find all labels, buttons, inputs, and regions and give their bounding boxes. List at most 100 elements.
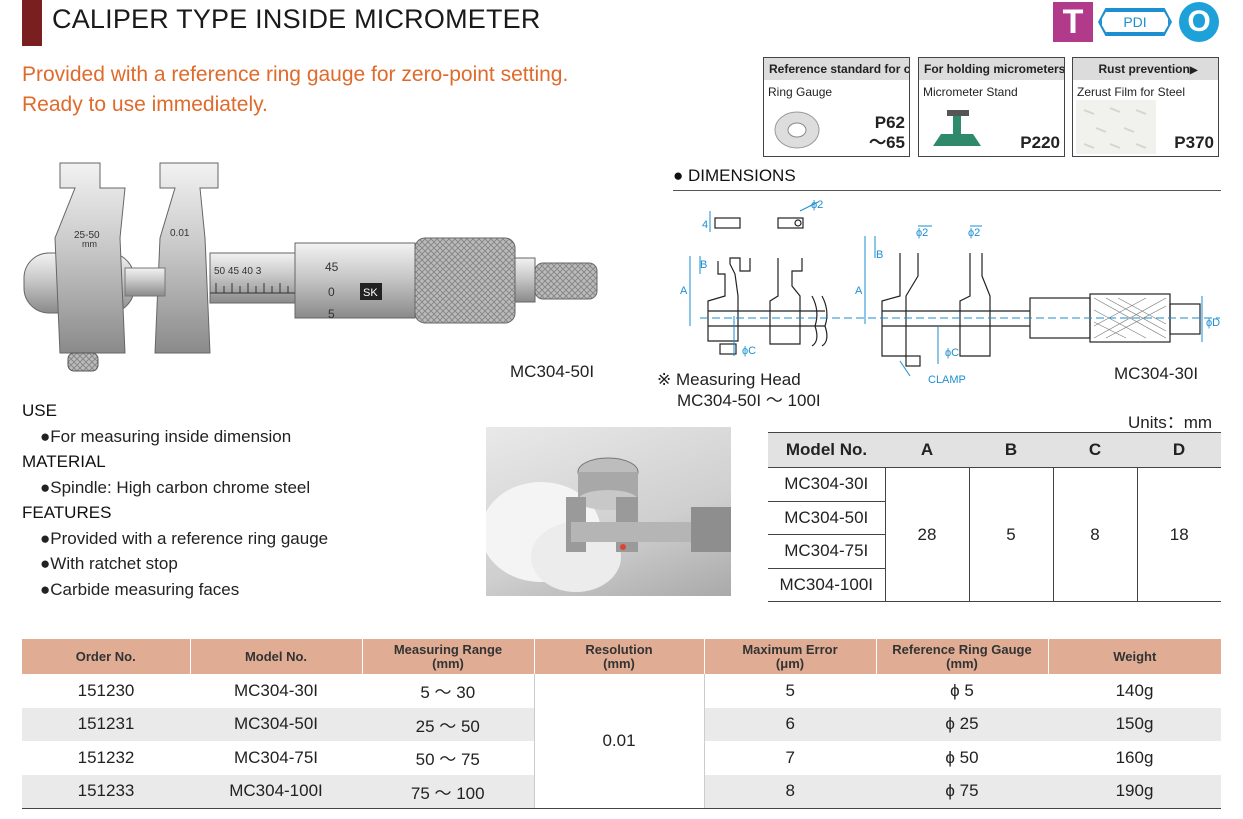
thimble-45: 45 [325,260,339,274]
col-resolution: Resolution(mm) [533,639,704,674]
intro-text: Provided with a reference ring gauge for… [22,60,568,120]
badge-pdi-icon: PDI [1100,10,1170,34]
use-heading: USE [22,401,57,420]
weight-cell: 160g [1115,747,1154,767]
intro-line-1: Provided with a reference ring gauge for… [22,63,569,86]
material-item: ●Spindle: High carbon chrome steel [40,477,311,497]
intro-line-2: Ready to use immediately. [22,93,268,116]
micrometer-caption: MC304-50I [510,362,595,381]
page-title: CALIPER TYPE INSIDE MICROMETER [52,4,541,34]
dim-b-right: B [876,249,883,261]
col-max-error: Maximum Error(μm) [703,639,876,674]
micrometer-stand-icon [933,110,981,146]
dim-phi2-top: ϕ2 [811,199,823,211]
dim-d: ϕD [1206,317,1220,329]
range-cell: 5 ～ 30 [420,683,476,703]
clamp-label: CLAMP [928,374,966,386]
col-model: Model No. [768,432,885,468]
d-value: 18 [1136,467,1221,602]
dim-b-left: B [700,259,707,271]
dim-a-left: A [680,285,688,297]
a-value: 28 [884,467,969,602]
dimensions-heading: ● DIMENSIONS [673,166,796,185]
dim-4: 4 [702,219,708,231]
model-cell: MC304-100I [768,568,885,602]
accessory-name: Zerust Film for Steel [1077,85,1186,99]
usage-photo [486,427,731,596]
dim-phi2-right-2: ϕ2 [968,227,980,239]
resolution-engraving: 0.01 [170,228,190,239]
features-item-2: ●With ratchet stop [40,554,178,573]
ring-cell: ϕ 5 [950,680,974,700]
features-item-1: ●Provided with a reference ring gauge [40,528,329,548]
accessory-ring-gauge[interactable]: Reference standard for calibration▶ Ring… [763,57,910,157]
accessory-page: P370 [1174,133,1214,152]
mc304-30i-caption: MC304-30I [1114,364,1199,383]
model-cell: MC304-30I [233,680,319,700]
zerust-film-icon [1076,100,1156,154]
order-table: Order No. Model No. Measuring Range(mm) … [22,639,1221,809]
specifications: USE ●For measuring inside dimension MATE… [22,398,328,602]
badge-group: T PDI O [1053,2,1223,42]
weight-cell: 140g [1115,680,1154,700]
error-cell: 6 [704,707,876,741]
col-measuring-range: Measuring Range(mm) [361,639,534,674]
col-ring-gauge: Reference Ring Gauge(mm) [875,639,1048,674]
table-row: MC304-100I [768,568,1221,602]
range-cell: 50 ～ 75 [415,750,480,770]
material-heading: MATERIAL [22,452,106,471]
error-cell: 7 [785,747,795,767]
sleeve-scale: 50 45 40 3 [214,266,262,277]
badge-t-icon: T [1053,2,1093,42]
features-heading: FEATURES [22,503,112,522]
dimensions-table: Model No. A B C D MC304-30I 28 5 8 18 MC… [768,432,1221,602]
micrometer-illustration: 25-50 mm 0.01 50 45 40 3 45 0 5 SK [23,162,598,372]
model-cell: MC304-75I [768,534,885,569]
dim-c-right: ϕC [945,347,959,359]
col-a: A [885,432,969,468]
accessory-page: P62～65 [869,113,905,152]
col-b: B [969,432,1053,468]
range-cell: 75 ～ 100 [362,774,534,809]
dim-a-right: A [855,285,863,297]
use-item: ●For measuring inside dimension [40,426,292,446]
table-row: 151230 MC304-30I 5 ～ 30 0.01 5 ϕ 5 140g [22,674,1221,809]
ring-cell: ϕ 75 [876,774,1048,809]
accessory-header: For holding micrometers▶ [919,58,1064,80]
unit-engraving: mm [82,239,97,249]
ring-gauge-icon [774,111,820,149]
measuring-head-note: ※ Measuring Head MC304-50I ～ 100I [657,370,821,410]
accessory-name: Micrometer Stand [923,85,1018,99]
thimble-0: 0 [328,285,335,299]
accessory-header: Reference standard for calibration▶ [764,58,909,80]
features-item-3: ●Carbide measuring faces [40,579,240,599]
accessory-zerust-film[interactable]: Rust prevention▶ Zerust Film for Steel P… [1072,57,1219,157]
range-cell: 25 ～ 50 [362,707,534,741]
dimensions-divider [673,190,1221,191]
resolution-cell: 0.01 [533,674,705,809]
model-cell: MC304-50I [768,501,885,535]
col-d: D [1137,432,1221,468]
col-order-no: Order No. [22,639,190,674]
model-cell: MC304-50I [190,707,362,741]
table-row: MC304-50I [768,501,1221,535]
ring-cell: ϕ 50 [945,747,979,767]
error-cell: 5 [785,680,795,700]
dimension-drawing: 4 A B ϕ2 ϕC A B ϕ2 ϕ2 ϕC ϕD CLAMP [680,199,1220,386]
table-row: 151233 MC304-100I 75 ～ 100 8 ϕ 75 190g [22,774,1221,809]
c-value: 8 [1052,467,1137,602]
order-cell: 151231 [22,707,190,741]
accessory-micrometer-stand[interactable]: For holding micrometers▶ Micrometer Stan… [918,57,1065,157]
table-row: 151231 MC304-50I 25 ～ 50 6 ϕ 25 150g [22,707,1221,741]
order-cell: 151233 [22,774,190,809]
col-model-no: Model No. [189,639,362,674]
col-weight: Weight [1047,639,1221,674]
thimble-5: 5 [328,307,335,321]
order-cell: 151232 [77,747,135,767]
table-row: MC304-30I 28 5 8 18 [768,467,1221,602]
accessory-name: Ring Gauge [768,85,833,99]
range-engraving: 25-50 [74,230,100,241]
brand-logo: SK [363,287,378,299]
order-cell: 151230 [77,680,135,700]
error-cell: 8 [704,774,876,809]
